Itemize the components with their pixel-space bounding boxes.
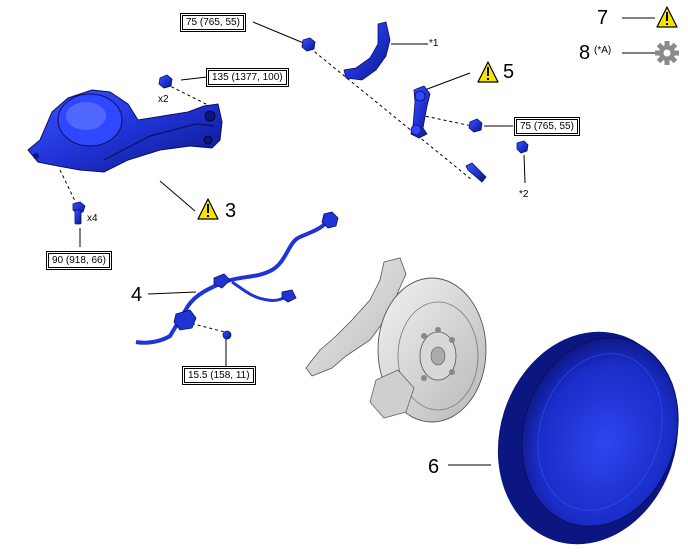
torque-spec-text: 75 (765, 55) bbox=[516, 119, 578, 134]
torque-spec-box: 75 (765, 55) bbox=[514, 117, 580, 136]
torque-spec-box: 75 (765, 55) bbox=[180, 13, 246, 32]
torque-spec-box: 135 (1377, 100) bbox=[206, 68, 289, 87]
callout-star-2: *2 bbox=[519, 189, 529, 200]
tire-part-6 bbox=[497, 331, 679, 545]
part-number-5: 5 bbox=[503, 61, 515, 83]
stabilizer-bar-part-1 bbox=[343, 21, 391, 81]
torque-spec-text: 135 (1377, 100) bbox=[208, 70, 287, 85]
legend-item-8-note: (*A) bbox=[594, 45, 612, 56]
part-number-4: 4 bbox=[131, 284, 143, 306]
callout-star-1: *1 bbox=[429, 38, 439, 49]
speed-sensor-part-4 bbox=[135, 211, 339, 345]
quantity-x4: x4 bbox=[87, 213, 98, 224]
torque-spec-box: 90 (918, 66) bbox=[46, 251, 112, 270]
leader-lines bbox=[79, 17, 655, 466]
bolt-hardware bbox=[72, 37, 529, 340]
caution-icon bbox=[197, 198, 219, 220]
torque-spec-text: 90 (918, 66) bbox=[48, 253, 110, 268]
quantity-x2: x2 bbox=[158, 94, 169, 105]
caution-icon bbox=[656, 6, 678, 28]
legend-item-7-number: 7 bbox=[597, 7, 609, 29]
trailing-arm-part-3 bbox=[27, 89, 223, 173]
torque-spec-text: 15.5 (158, 11) bbox=[184, 368, 254, 383]
legend-item-8-number: 8 bbox=[579, 42, 591, 64]
gear-icon bbox=[655, 41, 679, 65]
part-number-3: 3 bbox=[225, 200, 237, 222]
part-number-6: 6 bbox=[428, 456, 440, 478]
stabilizer-link-part-5 bbox=[410, 85, 431, 139]
torque-spec-box: 15.5 (158, 11) bbox=[182, 366, 256, 385]
knuckle-and-disc-assembly bbox=[305, 257, 487, 423]
torque-spec-text: 75 (765, 55) bbox=[182, 15, 244, 30]
caution-icon bbox=[477, 61, 499, 83]
